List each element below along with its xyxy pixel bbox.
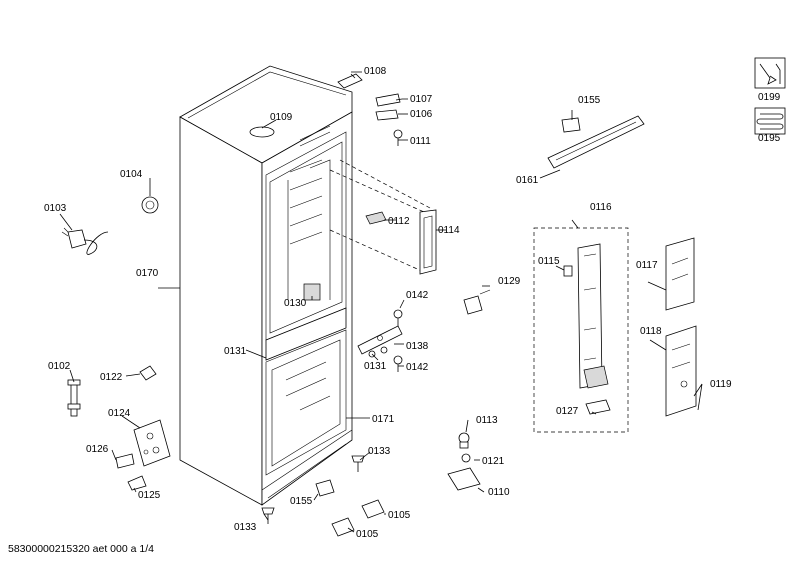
part-0126-clip: [115, 453, 135, 469]
label-0124: 0124: [108, 408, 131, 419]
part-0118-panel: [665, 325, 697, 417]
label-0110: 0110: [488, 487, 510, 498]
label-0116: 0116: [590, 202, 612, 213]
part-0106-hinge-bracket: [375, 109, 399, 121]
part-0105-bracket-b: [331, 517, 355, 537]
part-0104-grommet: [141, 196, 159, 214]
part-0107-hinge: [375, 93, 401, 107]
part-0133-foot-b: [351, 455, 365, 472]
part-0122-cap: [139, 365, 157, 381]
label-0115: 0115: [538, 256, 560, 267]
label-0126: 0126: [86, 444, 109, 455]
label-0111: 0111: [410, 136, 431, 147]
label-0105-a: 0105: [388, 510, 411, 521]
part-0129-handle: [463, 289, 491, 315]
part-0161-strip: [547, 115, 645, 169]
label-0102: 0102: [48, 361, 71, 372]
part-0155-clip-bottom: [315, 479, 335, 497]
label-0199: 0199: [758, 92, 781, 103]
part-0142-screw-a: [393, 309, 403, 326]
part-0125-bracket: [127, 475, 147, 491]
leader-lines: [59, 71, 703, 533]
label-0171: 0171: [372, 414, 395, 425]
label-0103: 0103: [44, 203, 67, 214]
label-0119: 0119: [710, 379, 732, 390]
label-0129: 0129: [498, 276, 521, 287]
part-0115-cap: [563, 265, 573, 277]
service-tool-icon: [754, 57, 786, 89]
label-0104: 0104: [120, 169, 143, 180]
label-0130: 0130: [284, 298, 307, 309]
part-0113-valve: [458, 432, 470, 449]
part-0111-screw: [393, 129, 403, 146]
label-0138: 0138: [406, 341, 429, 352]
part-0127-tray: [585, 399, 611, 415]
label-0105-b: 0105: [356, 529, 379, 540]
part-0110-rail: [447, 467, 481, 491]
part-0117-panel: [665, 237, 695, 311]
projection-lines-0114: [329, 159, 431, 273]
part-0121-roller: [461, 453, 471, 463]
label-0113: 0113: [476, 415, 498, 426]
label-0170: 0170: [136, 268, 159, 279]
label-0114: 0114: [438, 225, 460, 236]
part-0138-bracket: [357, 325, 403, 355]
part-0105-bracket-a: [361, 499, 385, 519]
label-0161: 0161: [516, 175, 539, 186]
part-0142-screw-b: [393, 355, 403, 372]
label-0107: 0107: [410, 94, 433, 105]
part-0103-power-cord: [61, 227, 109, 255]
label-0125: 0125: [138, 490, 161, 501]
part-0112-clip: [365, 211, 387, 225]
label-0112: 0112: [388, 216, 410, 227]
label-0122: 0122: [100, 372, 123, 383]
part-0124-hinge-plate: [133, 419, 171, 467]
label-0109: 0109: [270, 112, 293, 123]
label-0155-bottom: 0155: [290, 496, 313, 507]
label-0142-a: 0142: [406, 290, 429, 301]
part-0108-cover: [337, 73, 363, 89]
part-0102-hinge-pin: [67, 379, 81, 417]
label-0133-b: 0133: [368, 446, 391, 457]
label-0127: 0127: [556, 406, 579, 417]
part-0155-clip-top: [561, 117, 581, 133]
label-0131-b: 0131: [364, 361, 387, 372]
label-0106: 0106: [410, 109, 433, 120]
fridge-cabinet: [179, 65, 353, 506]
label-0108: 0108: [364, 66, 387, 77]
label-0155-top: 0155: [578, 95, 601, 106]
label-0195: 0195: [758, 133, 781, 144]
label-0117: 0117: [636, 260, 658, 271]
part-0116-fan-housing: [577, 243, 609, 389]
coil-heater-icon: [754, 107, 786, 135]
label-0133-a: 0133: [234, 522, 257, 533]
document-reference: 58300000215320 aet 000 a 1/4: [8, 543, 154, 555]
part-0114-panel: [419, 209, 437, 275]
part-0133-foot-a: [261, 507, 275, 524]
assembly-box-0116: [533, 227, 629, 433]
label-0118: 0118: [640, 326, 662, 337]
label-0121: 0121: [482, 456, 505, 467]
label-0131-a: 0131: [224, 346, 247, 357]
label-0142-b: 0142: [406, 362, 429, 373]
